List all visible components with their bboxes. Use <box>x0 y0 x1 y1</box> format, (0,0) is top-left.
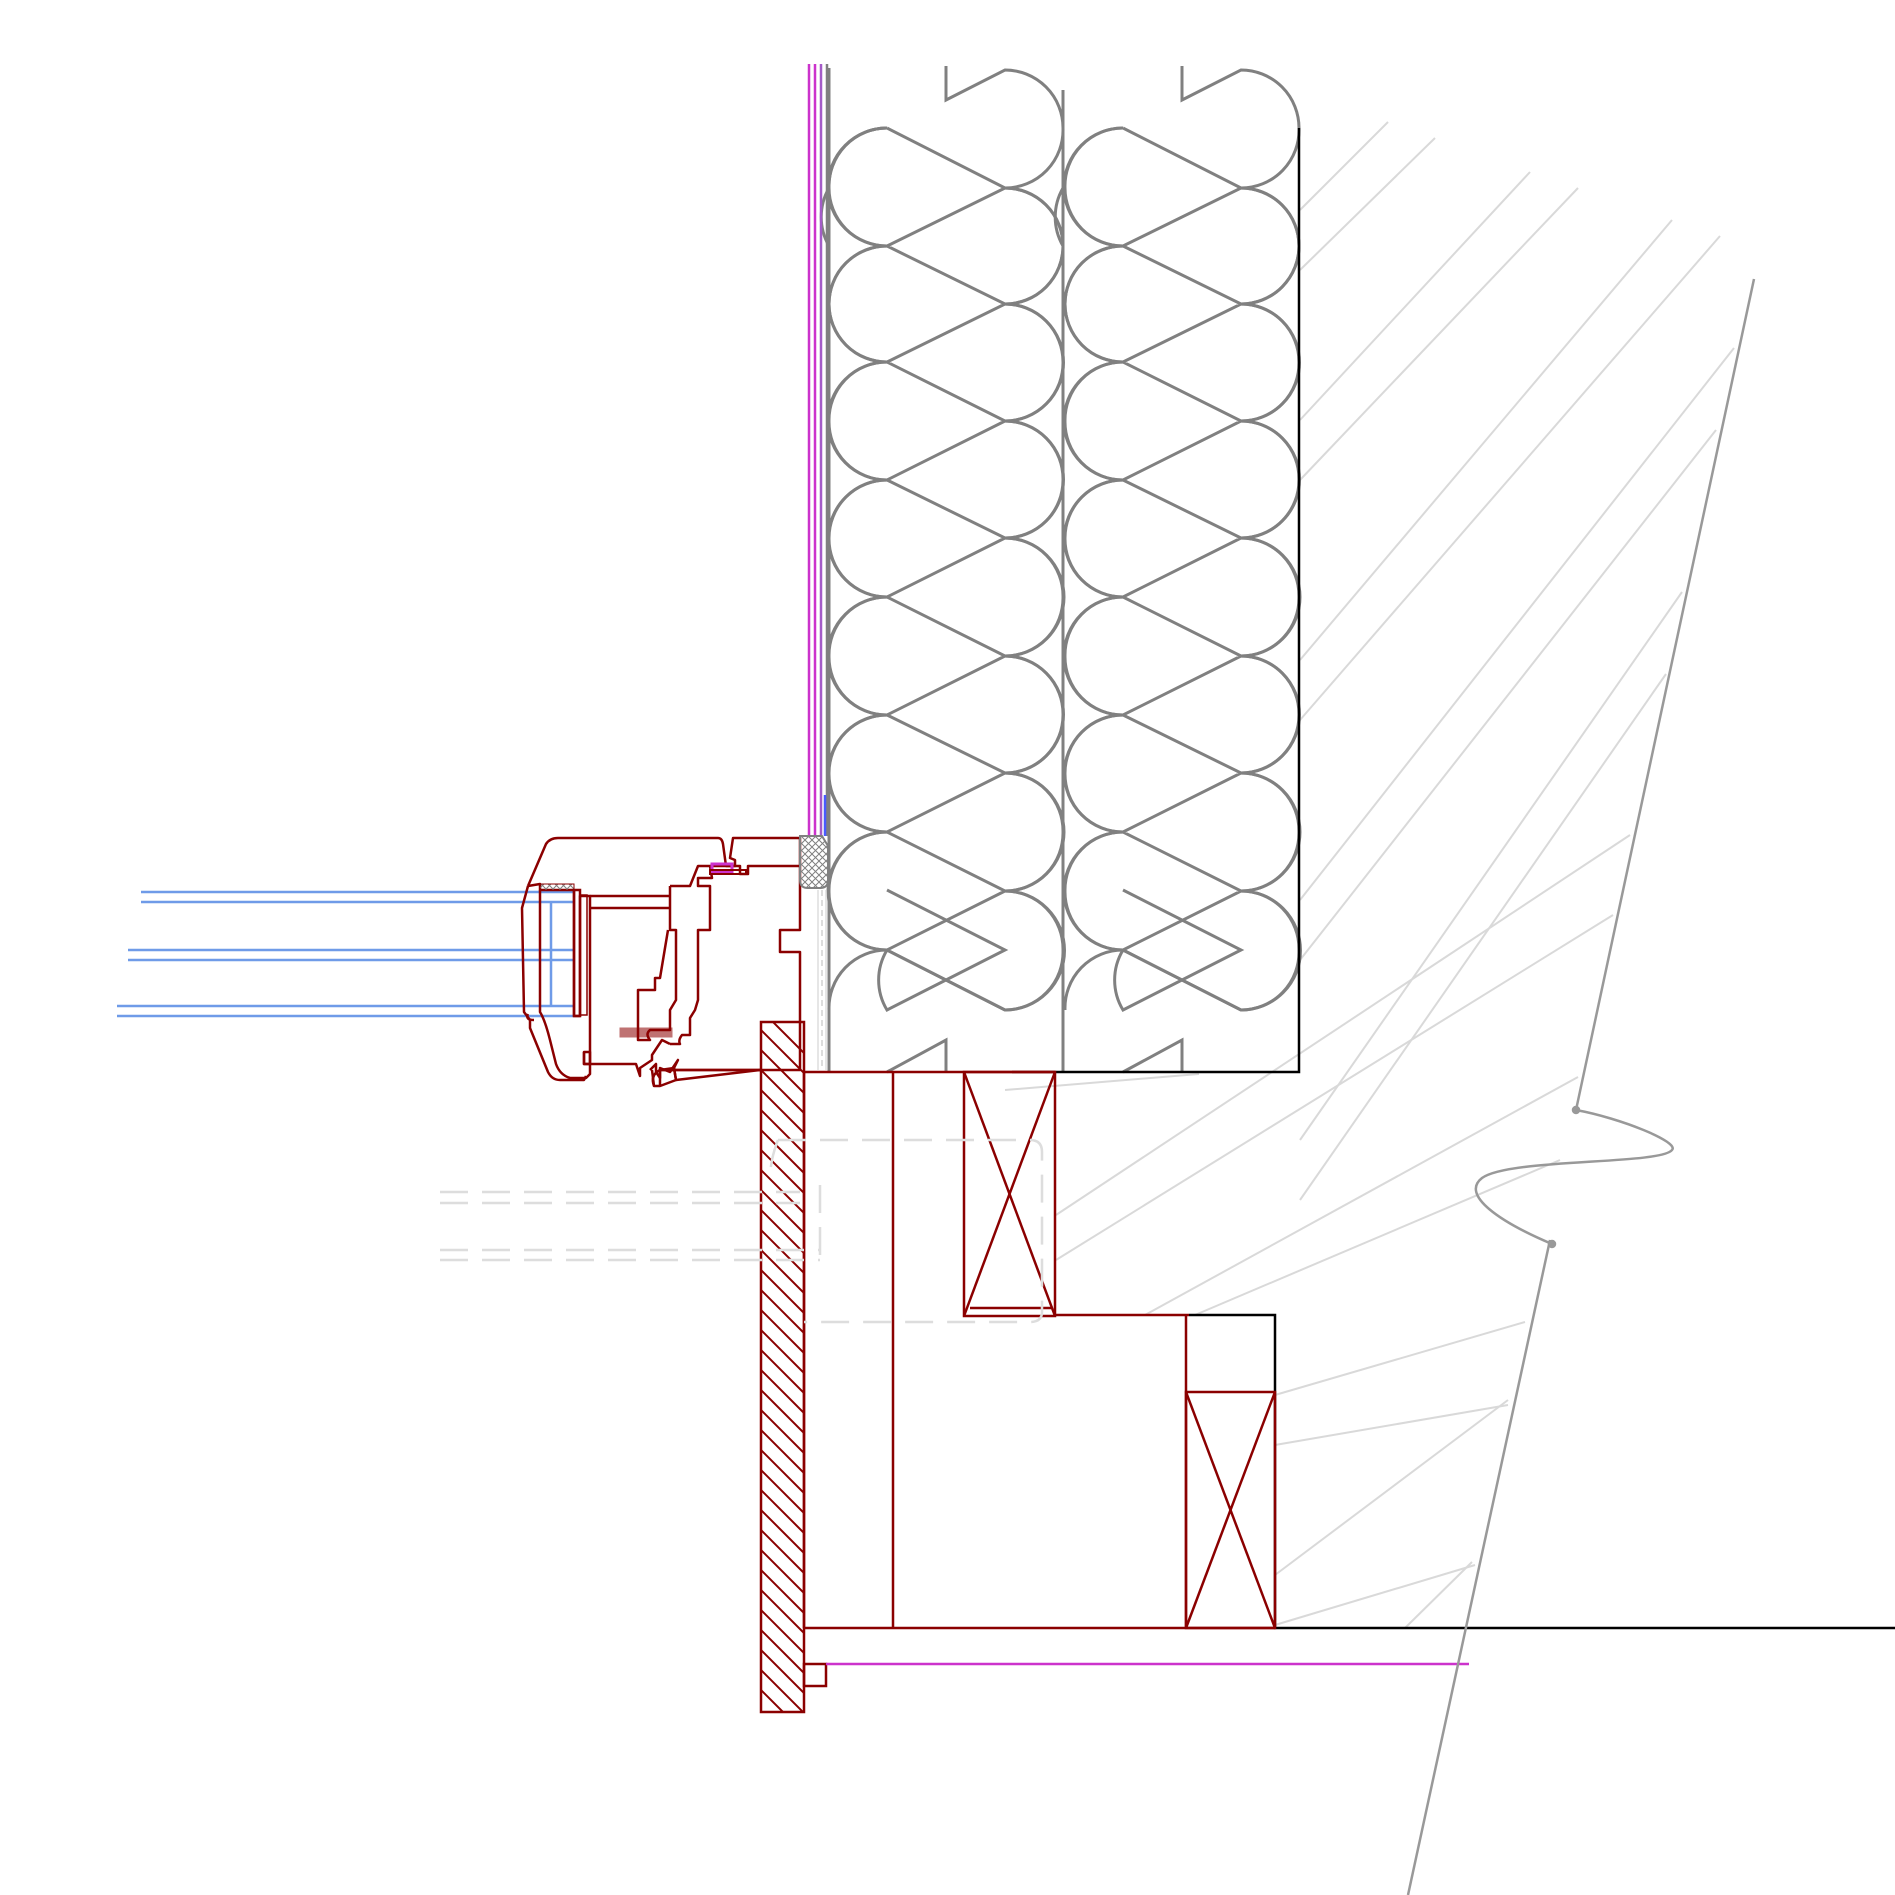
hatched-timber-board <box>759 1020 806 1714</box>
break-line <box>1406 278 1756 1895</box>
concrete-wall-hatch <box>1004 121 1735 1629</box>
timber-substructure <box>802 1070 1277 1688</box>
window-frame-profile <box>520 836 802 1088</box>
triple-glazing <box>117 890 574 1018</box>
vertical-membrane <box>807 64 829 836</box>
hidden-lines <box>440 1138 1044 1324</box>
sash-seals <box>539 883 673 1038</box>
top-weather-seal <box>709 862 747 875</box>
insulation-batts <box>819 66 1302 1074</box>
foam-seal <box>799 835 829 1070</box>
